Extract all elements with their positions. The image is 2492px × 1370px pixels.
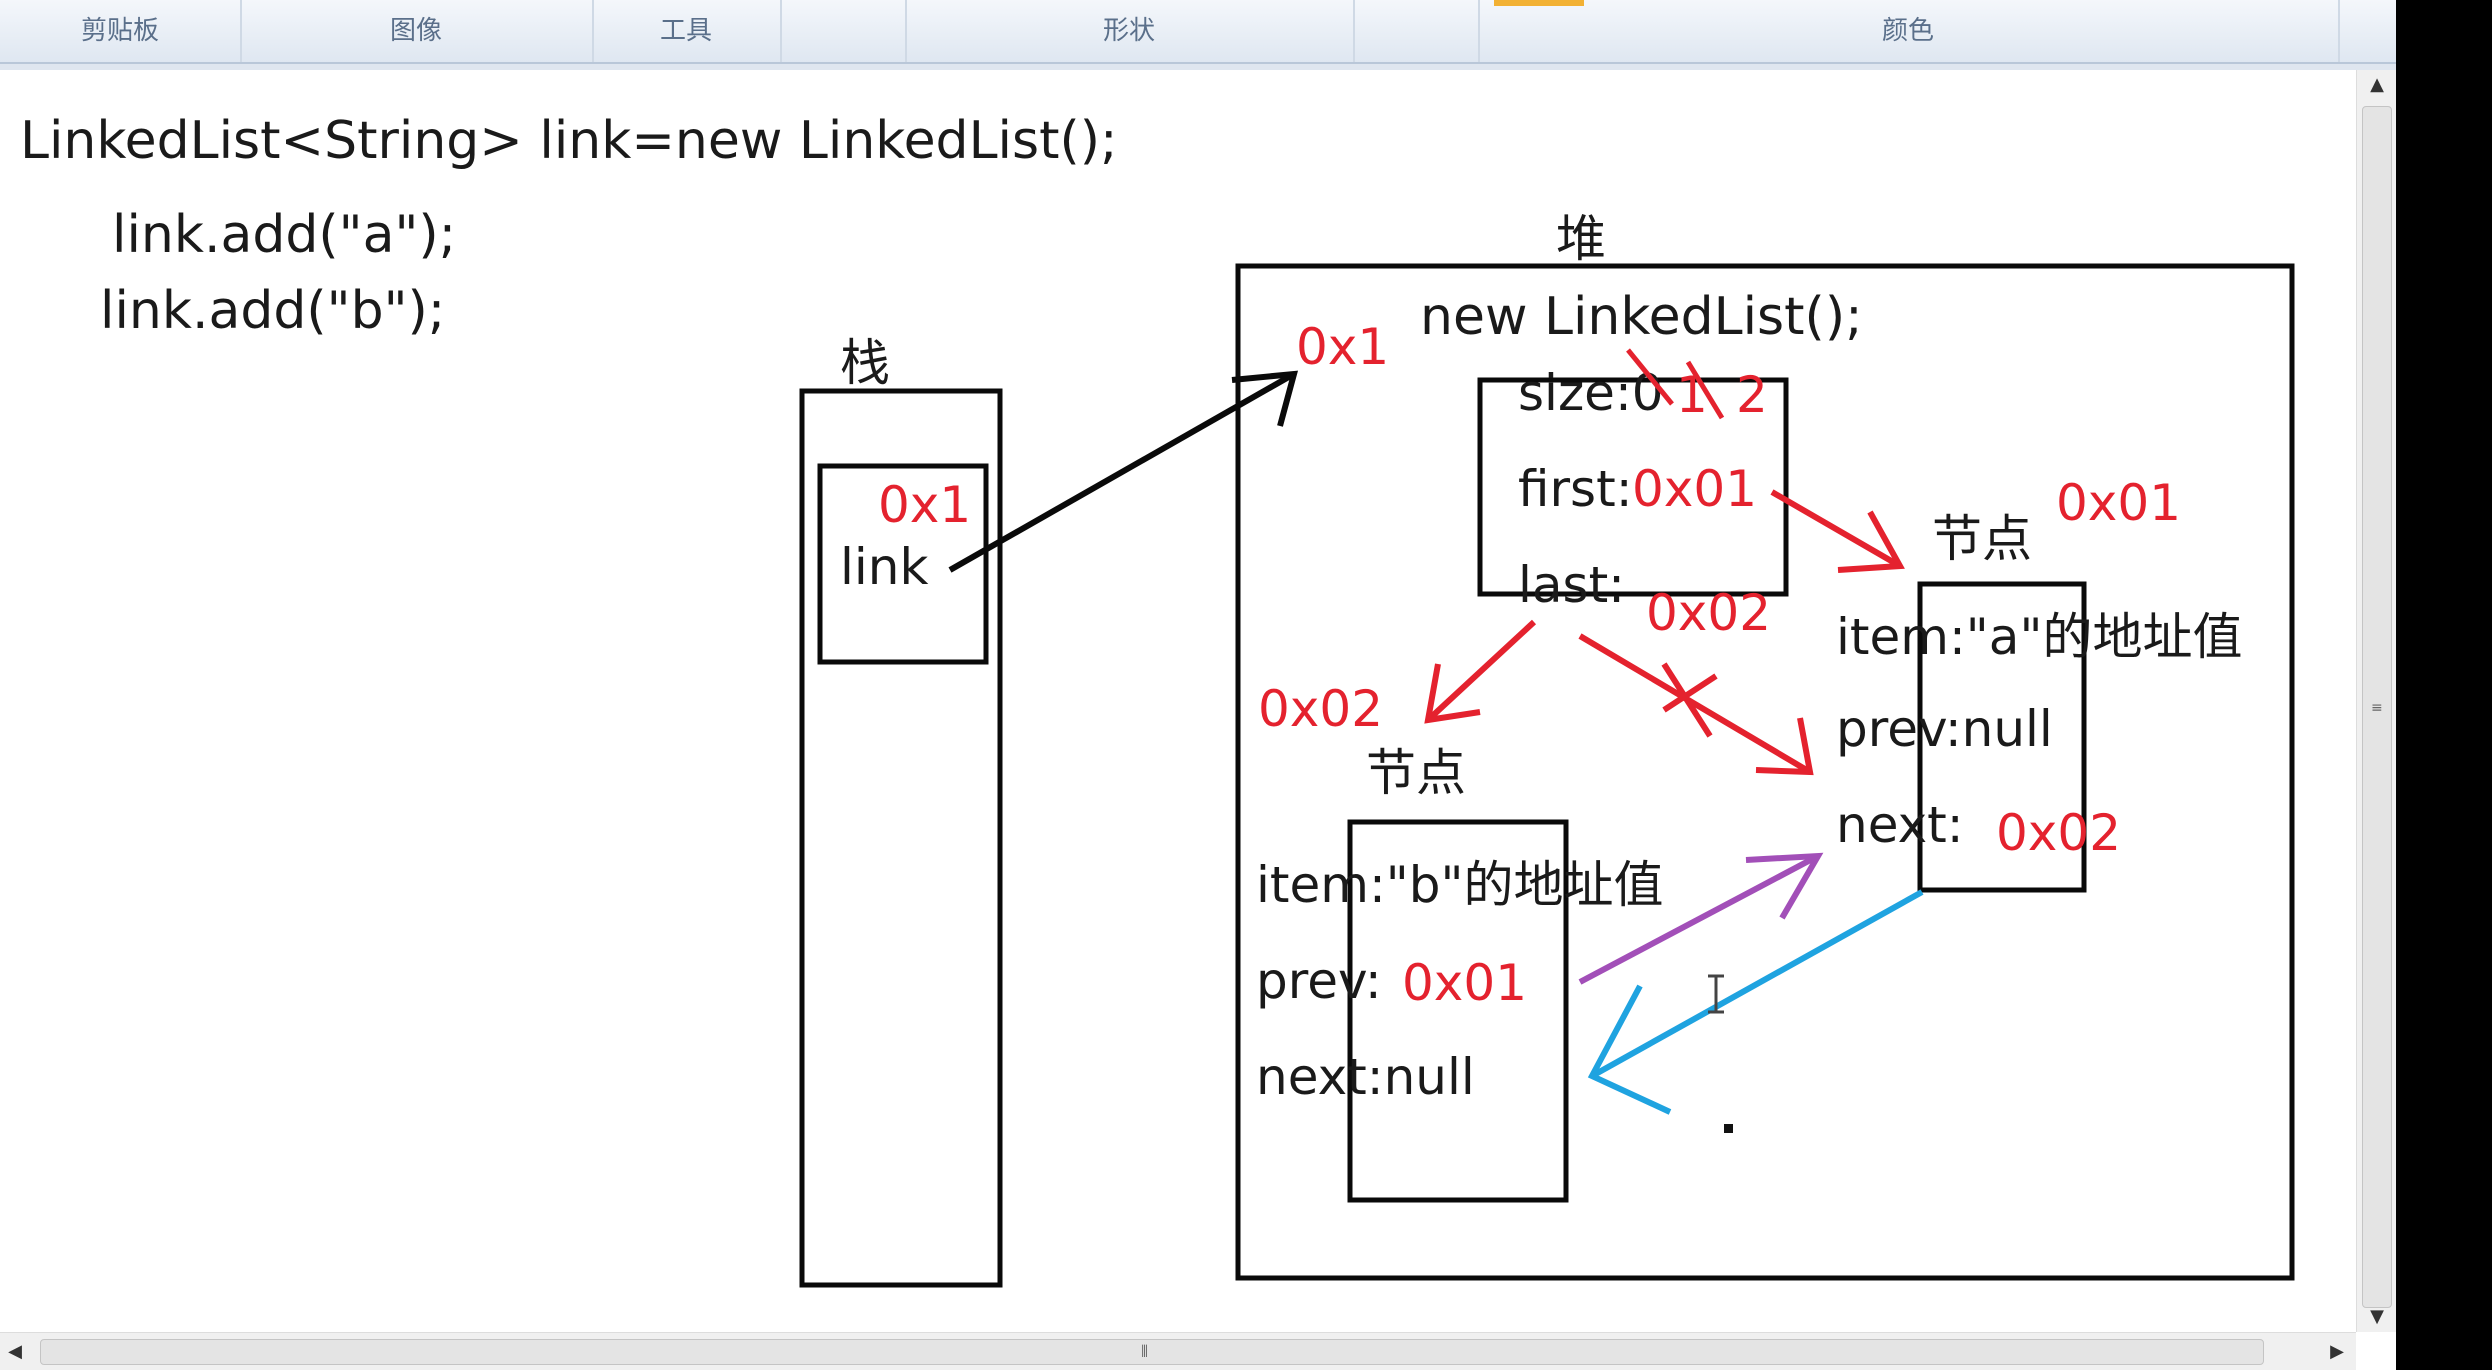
paint-window: 剪贴板 图像 工具 形状 颜色 LinkedList<String> link=… — [0, 0, 2396, 1370]
arrow-up-icon[interactable]: ▲ — [2370, 74, 2384, 95]
ribbon-group-brushes[interactable] — [780, 0, 907, 62]
node-b-prev: prev: — [1256, 952, 1382, 1010]
ribbon-toolbar: 剪贴板 图像 工具 形状 颜色 — [0, 0, 2396, 64]
node-a-address: 0x01 — [2056, 474, 2181, 532]
ribbon-group-shapes[interactable]: 形状 — [905, 0, 1355, 62]
field-first-value: 0x01 — [1632, 460, 1757, 518]
stack-variable-link: link — [840, 538, 928, 596]
field-first: first: — [1518, 460, 1633, 518]
size-strike-1 — [1685, 360, 1725, 420]
size-strike-0 — [1626, 348, 1674, 406]
grip-icon: ≡ — [2371, 700, 2383, 716]
ribbon-group-image[interactable]: 图像 — [240, 0, 594, 62]
horizontal-scrollbar[interactable]: ◀ ⦀ ▶ — [0, 1332, 2356, 1370]
reference-arrow-head — [1231, 370, 1299, 427]
arrow-right-icon[interactable]: ▶ — [2330, 1341, 2344, 1362]
node-b-item: item:"b"的地址值 — [1256, 856, 1664, 914]
code-line-add-b: link.add("b"); — [100, 281, 445, 341]
ribbon-group-label: 图像 — [389, 16, 442, 46]
ribbon-group-size[interactable] — [1353, 0, 1480, 62]
ribbon-group-tools[interactable]: 工具 — [592, 0, 782, 62]
next-link-arrow-head — [1587, 984, 1672, 1115]
grip-icon: ⦀ — [1141, 1342, 1149, 1361]
first-arrow — [1770, 489, 1902, 569]
field-size: size:0 — [1518, 364, 1664, 422]
code-line-add-a: link.add("a"); — [112, 205, 456, 265]
ribbon-group-colors[interactable]: 颜色 — [1478, 0, 2340, 62]
ribbon-group-label: 颜色 — [1881, 16, 1934, 46]
ribbon-group-label: 工具 — [659, 16, 712, 46]
vertical-scrollbar[interactable]: ▲ ≡ ▼ — [2356, 70, 2396, 1332]
heap-object-label: new LinkedList(); — [1420, 287, 1863, 347]
old-last-strike-b — [1662, 673, 1718, 713]
node-b-box — [1347, 819, 1569, 1203]
vertical-scroll-thumb[interactable]: ≡ — [2362, 106, 2392, 1308]
last-arrow — [1425, 619, 1537, 723]
ribbon-group-label: 形状 — [1102, 16, 1155, 46]
prev-link-arrow-head — [1745, 852, 1824, 920]
node-a-title: 节点 — [1932, 510, 2032, 568]
prev-link-arrow — [1578, 853, 1820, 985]
ribbon-group-label: 剪贴板 — [80, 16, 159, 46]
size-update-2: 2 — [1736, 366, 1768, 424]
stray-dot — [1724, 1124, 1733, 1133]
next-link-arrow — [1590, 889, 1924, 1079]
heap-title: 堆 — [1556, 210, 1606, 268]
node-a-next: next: — [1836, 796, 1964, 854]
stack-frame-link — [817, 463, 989, 665]
heap-box — [1235, 263, 2295, 1281]
canvas-top-border — [0, 64, 2396, 70]
arrow-left-icon[interactable]: ◀ — [8, 1341, 22, 1362]
old-last-arrow-head — [1755, 717, 1814, 776]
selected-color-swatch[interactable] — [1494, 0, 1584, 6]
heap-object-address: 0x1 — [1296, 318, 1389, 376]
node-b-title: 节点 — [1366, 744, 1466, 802]
field-last-value: 0x02 — [1646, 584, 1771, 642]
code-line-declaration: LinkedList<String> link=new LinkedList()… — [20, 111, 1118, 171]
node-a-prev: prev:null — [1836, 700, 2053, 758]
i-beam-cursor-icon — [1708, 974, 1724, 1014]
node-a-box — [1917, 581, 2087, 893]
node-b-next: next:null — [1256, 1048, 1475, 1106]
old-last-strike-a — [1661, 662, 1713, 738]
node-b-address: 0x02 — [1258, 680, 1383, 738]
arrow-down-icon[interactable]: ▼ — [2370, 1306, 2384, 1327]
node-a-item: item:"a"的地址值 — [1836, 608, 2242, 666]
node-b-prev-value: 0x01 — [1402, 954, 1527, 1012]
first-arrow-head — [1837, 510, 1905, 573]
last-arrow-head — [1424, 663, 1481, 724]
stack-address: 0x1 — [878, 476, 971, 534]
stack-box — [799, 388, 1003, 1288]
linkedlist-object-box — [1477, 377, 1789, 597]
size-update-1: 1 — [1676, 366, 1708, 424]
node-a-next-value: 0x02 — [1996, 804, 2121, 862]
ribbon-group-clipboard[interactable]: 剪贴板 — [0, 0, 242, 62]
drawing-canvas[interactable]: LinkedList<String> link=new LinkedList()… — [0, 0, 2356, 1332]
stack-title: 栈 — [840, 334, 890, 392]
field-last: last: — [1518, 556, 1625, 614]
horizontal-scroll-thumb[interactable]: ⦀ — [40, 1339, 2264, 1365]
old-last-arrow — [1578, 633, 1812, 775]
